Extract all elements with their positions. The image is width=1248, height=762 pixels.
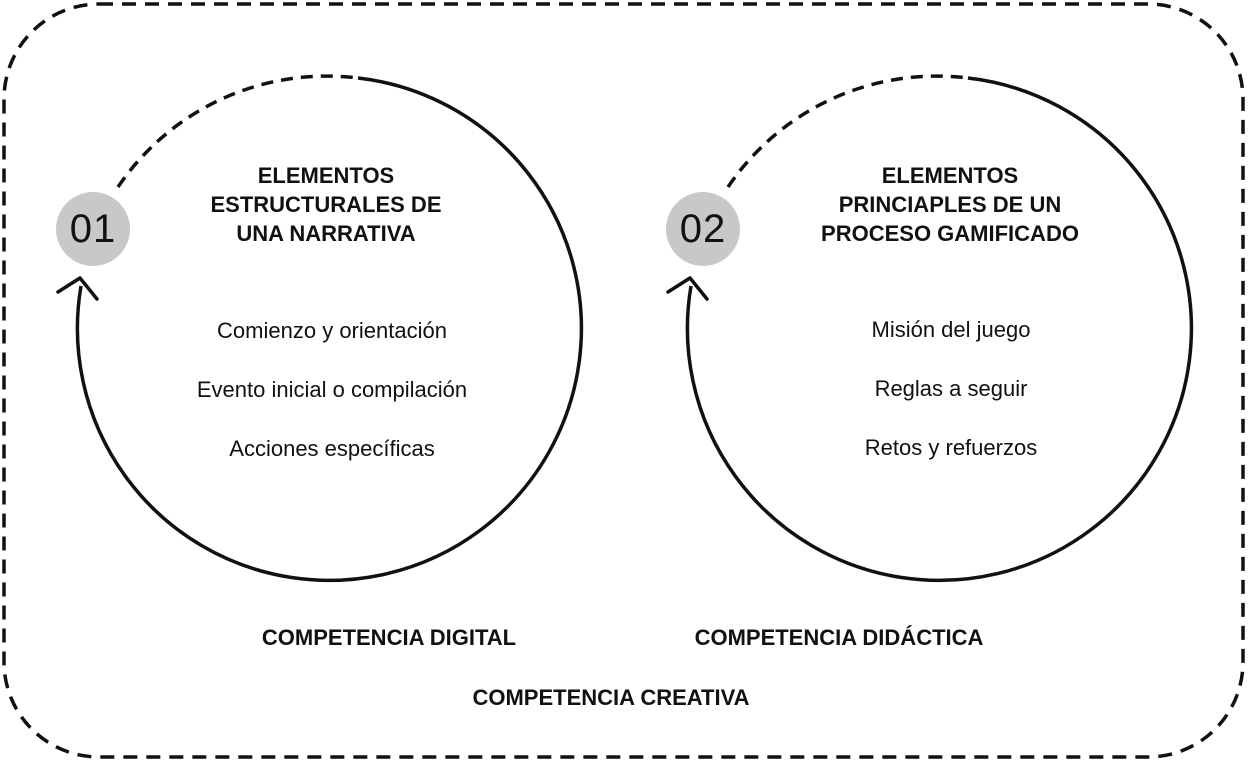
cycle-2-title-line: PROCESO GAMIFICADO [821,221,1079,246]
competence-creative-label: COMPETENCIA CREATIVA [472,685,750,710]
competence-didactic-label: COMPETENCIA DIDÁCTICA [694,625,984,650]
cycle-2-title: ELEMENTOS PRINCIAPLES DE UN PROCESO GAMI… [800,161,1100,248]
cycle-1-solid-arc [75,76,584,583]
list-item: Comienzo y orientación [217,318,447,343]
cycle-1-title-line: UNA NARRATIVA [236,221,416,246]
cycle-1-arrowhead [56,276,99,301]
cycle-2-solid-arc [685,76,1194,583]
list-item: Misión del juego [871,317,1031,342]
list-item: Evento inicial o compilación [196,377,468,402]
step-badge-01: 01 [56,192,130,266]
cycle-2-title-line: PRINCIAPLES DE UN [838,192,1062,217]
cycle-1-title-line: ESTRUCTURALES DE [210,192,442,217]
cycle-1-title-line: ELEMENTOS [257,163,395,188]
list-item: Acciones específicas [229,436,435,461]
cycle-2-item-list: Misión del juego Reglas a seguir Retos y… [771,317,1131,494]
competence-digital-label: COMPETENCIA DIGITAL [261,625,517,650]
cycle-1-item-list: Comienzo y orientación Evento inicial o … [152,318,512,495]
cycle-1-title: ELEMENTOS ESTRUCTURALES DE UNA NARRATIVA [176,161,476,248]
cycle-2-arrowhead [666,276,709,301]
list-item: Reglas a seguir [874,376,1028,401]
step-badge-02: 02 [666,192,740,266]
list-item: Retos y refuerzos [864,435,1038,460]
cycle-2-arrow-icon [666,74,1194,583]
cycle-1-arrow-icon [56,74,584,583]
cycle-2-title-line: ELEMENTOS [881,163,1019,188]
